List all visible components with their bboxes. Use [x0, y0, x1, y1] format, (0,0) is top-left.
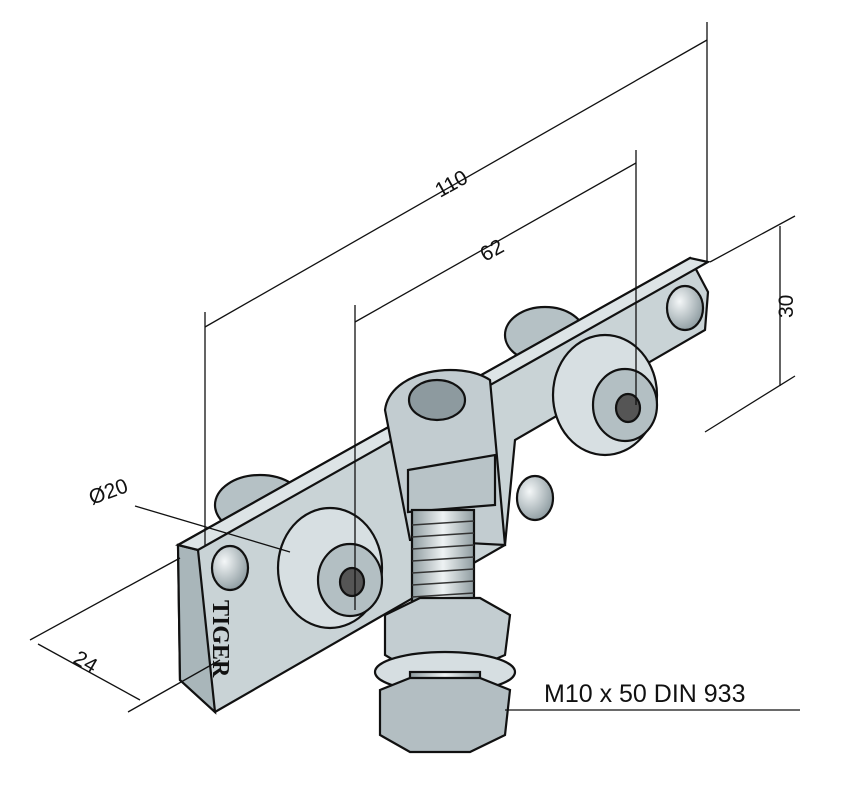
dimension-diameter-20: Ø20 [86, 475, 131, 510]
dimension-110: 110 [431, 166, 471, 202]
dimension-lines [29, 22, 800, 713]
dimension-30: 30 [775, 295, 798, 318]
tiger-logo: TIGER [207, 600, 233, 678]
front-rollers [276, 333, 659, 630]
bolt-callout: M10 x 50 DIN 933 [544, 680, 746, 708]
rivets [210, 284, 705, 592]
dimension-24: 24 [70, 646, 102, 678]
bolt-m10 [373, 453, 517, 754]
dimension-62: 62 [476, 235, 508, 266]
